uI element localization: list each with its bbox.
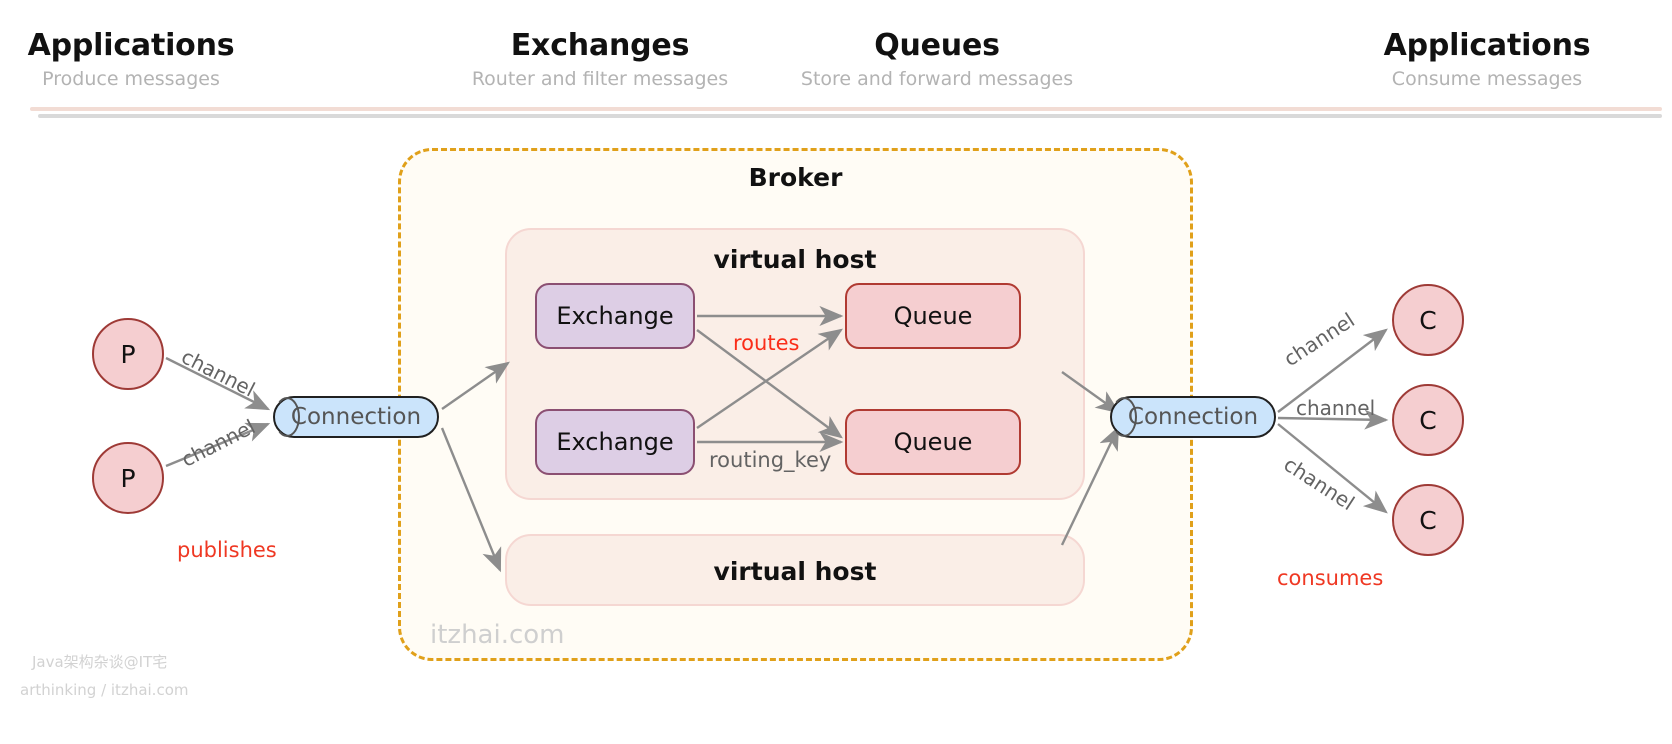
consumer-label: C	[1419, 305, 1437, 335]
edge-label-channel-consumer-1: channel	[1279, 307, 1359, 372]
producer-node-2[interactable]: P	[92, 442, 164, 514]
exchange-label: Exchange	[556, 428, 674, 456]
consumer-label: C	[1419, 405, 1437, 435]
column-subtitle: Consume messages	[1391, 67, 1583, 90]
column-header-exchanges: Exchanges Router and filter messages	[460, 30, 740, 91]
edge-label-routing-key: routing_key	[709, 448, 832, 472]
consumer-node-2[interactable]: C	[1392, 384, 1464, 456]
connection-label: Connection	[290, 404, 422, 430]
header-divider-gray	[38, 114, 1662, 118]
edge-label-channel-consumer-2: channel	[1296, 396, 1376, 420]
exchange-label: Exchange	[556, 302, 674, 330]
connection-label: Connection	[1127, 404, 1259, 430]
column-title: Queues	[874, 28, 1000, 63]
consumer-node-3[interactable]: C	[1392, 484, 1464, 556]
consumer-label: C	[1419, 505, 1437, 535]
consumer-node-1[interactable]: C	[1392, 284, 1464, 356]
column-title: Applications	[27, 28, 235, 63]
cylinder-cap-icon	[1111, 397, 1137, 437]
queue-node-2[interactable]: Queue	[845, 409, 1021, 475]
edge-label-publishes: publishes	[177, 538, 277, 562]
virtual-host-label: virtual host	[713, 245, 877, 274]
header-divider-pink	[30, 107, 1662, 111]
queue-label: Queue	[893, 428, 973, 456]
producer-label: P	[120, 463, 136, 493]
edge-label-routes: routes	[733, 331, 800, 355]
column-subtitle: Router and filter messages	[471, 67, 729, 90]
queue-label: Queue	[893, 302, 973, 330]
column-title: Exchanges	[510, 28, 690, 63]
producer-label: P	[120, 339, 136, 369]
connection-right[interactable]: Connection	[1110, 396, 1276, 438]
column-subtitle: Produce messages	[42, 67, 220, 90]
column-header-queues: Queues Store and forward messages	[790, 30, 1084, 91]
edge-label-consumes: consumes	[1277, 566, 1384, 590]
virtual-host-2: virtual host	[505, 534, 1085, 606]
watermark-line-2: arthinking / itzhai.com	[20, 681, 189, 699]
queue-node-1[interactable]: Queue	[845, 283, 1021, 349]
exchange-node-2[interactable]: Exchange	[535, 409, 695, 475]
connection-left[interactable]: Connection	[273, 396, 439, 438]
broker-label: Broker	[748, 163, 843, 192]
column-title: Applications	[1383, 28, 1591, 63]
watermark-line-1: Java架构杂谈@IT宅	[32, 653, 168, 671]
edge-label-channel-consumer-3: channel	[1279, 451, 1359, 516]
column-subtitle: Store and forward messages	[800, 67, 1074, 90]
edge-label-channel-producer-2: channel	[177, 414, 259, 472]
producer-node-1[interactable]: P	[92, 318, 164, 390]
edge-label-channel-producer-1: channel	[177, 344, 259, 402]
column-header-applications-consume: Applications Consume messages	[1322, 30, 1652, 91]
broker-watermark: itzhai.com	[430, 620, 565, 650]
cylinder-cap-icon	[274, 397, 300, 437]
virtual-host-label: virtual host	[713, 557, 877, 586]
exchange-node-1[interactable]: Exchange	[535, 283, 695, 349]
column-header-applications-produce: Applications Produce messages	[0, 30, 262, 91]
